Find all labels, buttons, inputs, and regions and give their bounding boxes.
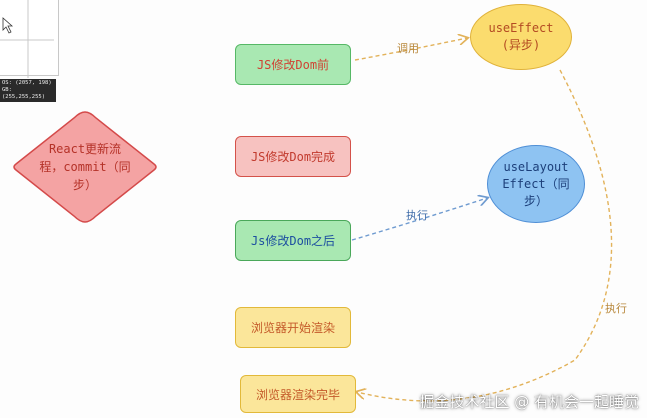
node-js-before-label: JS修改Dom前 xyxy=(256,58,330,72)
diamond-shape xyxy=(13,111,157,223)
node-browser-done-label: 浏览器渲染完毕 xyxy=(255,387,340,402)
capture-inset xyxy=(0,0,59,78)
node-use-layout-line1: useLayout xyxy=(503,159,569,174)
node-use-layout-line2: Effect（同 xyxy=(502,176,570,191)
node-browser-start: 浏览器开始渲染 xyxy=(235,307,351,348)
node-js-done-label: JS修改Dom完成 xyxy=(250,150,336,164)
capture-readout: OS: (2057, 198) GB: (255,255,255) xyxy=(0,79,56,102)
edge-exec-layout-label: 执行 xyxy=(406,209,428,222)
node-use-layout-line3: 步） xyxy=(523,193,548,208)
watermark: 掘金技术社区 @ 有机会一起睡觉 xyxy=(419,393,639,411)
node-js-after: Js修改Dom之后 xyxy=(235,220,351,261)
node-use-layout-effect: useLayout Effect（同 步） xyxy=(487,145,585,223)
edge-exec-effect xyxy=(357,69,613,402)
capture-readout-rgb: GB: (255,255,255) xyxy=(2,87,46,100)
react-update-label: React更新流程，commit（同步） xyxy=(39,142,131,192)
edge-exec-layout xyxy=(351,198,487,241)
node-browser-start-label: 浏览器开始渲染 xyxy=(250,321,335,335)
node-use-effect-line1: useEffect xyxy=(488,21,554,35)
capture-grid xyxy=(0,0,54,78)
node-js-done: JS修改Dom完成 xyxy=(235,136,351,177)
node-use-effect-line2: (异步) xyxy=(501,38,541,52)
edge-call xyxy=(354,38,467,61)
edge-call-label: 调用 xyxy=(397,42,419,55)
node-use-effect: useEffect (异步) xyxy=(470,4,572,70)
edge-exec-effect-label: 执行 xyxy=(605,302,627,315)
node-browser-done: 浏览器渲染完毕 xyxy=(240,375,356,413)
node-js-before: JS修改Dom前 xyxy=(235,44,351,85)
cursor-icon xyxy=(2,17,14,34)
capture-readout-pos: OS: (2057, 198) xyxy=(2,80,52,86)
node-js-after-label: Js修改Dom之后 xyxy=(250,234,336,248)
react-update-diamond: React更新流程，commit（同步） xyxy=(10,108,160,226)
